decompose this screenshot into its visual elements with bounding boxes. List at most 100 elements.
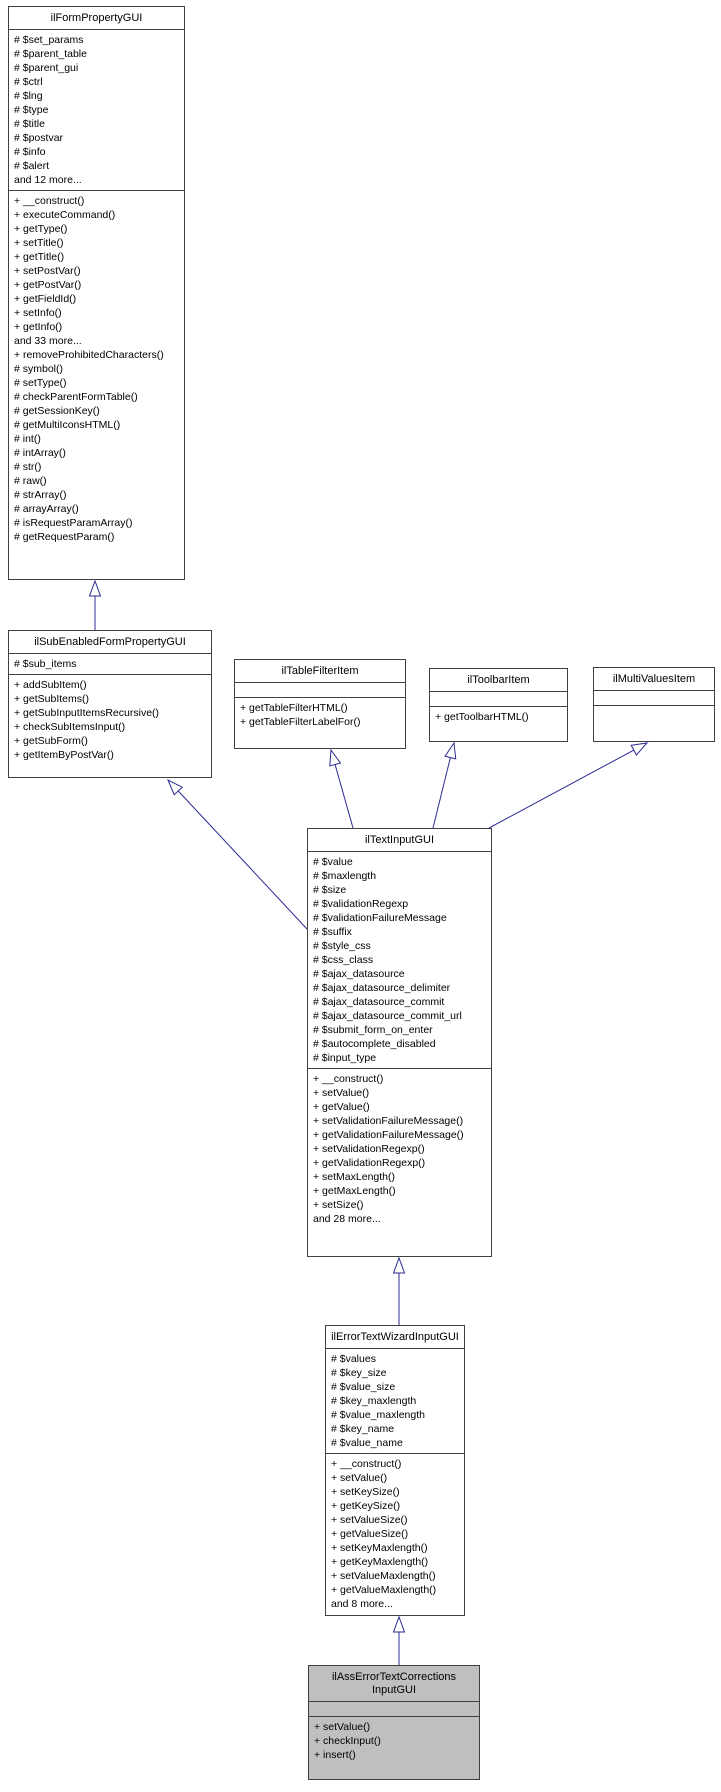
member-row: and 33 more... <box>14 335 82 347</box>
member-row: # raw() <box>14 475 47 487</box>
member-row: # $ajax_datasource_delimiter <box>313 982 451 994</box>
member-row: # $suffix <box>313 926 352 938</box>
member-row: + getType() <box>14 223 68 235</box>
member-row: # $lng <box>14 90 43 102</box>
member-row: + getToolbarHTML() <box>435 711 529 723</box>
class-box-ilSubEnabledFormPropertyGUI[interactable]: ilSubEnabledFormPropertyGUI # $sub_items… <box>8 630 212 778</box>
class-box-ilFormPropertyGUI[interactable]: ilFormPropertyGUI # $set_params # $parent… <box>8 6 185 580</box>
class-box-ilTableFilterItem[interactable]: ilTableFilterItem + getTableFilterHTML()… <box>234 659 406 749</box>
member-row: # $set_params <box>14 34 84 46</box>
class-name[interactable]: ilToolbarItem <box>467 674 530 686</box>
member-row: # $postvar <box>14 132 64 144</box>
member-row: # getRequestParam() <box>14 531 115 543</box>
class-name-line: InputGUI <box>371 1684 417 1696</box>
class-name[interactable]: ilTableFilterItem <box>281 665 359 677</box>
member-row: + setSize() <box>313 1199 364 1211</box>
member-row: + removeProhibitedCharacters() <box>14 349 164 361</box>
member-row: + setPostVar() <box>14 265 81 277</box>
member-row: + getFieldId() <box>14 293 77 305</box>
class-name[interactable]: ilMultiValuesItem <box>612 673 696 685</box>
methods-section: + __construct()+ setValue()+ setKeySize(… <box>326 1453 464 1615</box>
member-row: # $sub_items <box>14 658 77 670</box>
member-row: # $ajax_datasource_commit_url <box>313 1010 462 1022</box>
member-row: # $values <box>331 1353 376 1365</box>
member-row: + executeCommand() <box>14 209 116 221</box>
member-row: # $size <box>313 884 347 896</box>
member-row: # $css_class <box>313 954 374 966</box>
member-row: + getKeySize() <box>331 1500 401 1512</box>
class-box-ilErrorTextWizardInputGUI[interactable]: ilErrorTextWizardInputGUI # $values # $ke… <box>325 1325 465 1616</box>
member-row: # symbol() <box>14 363 64 375</box>
member-row: # str() <box>14 461 42 473</box>
member-row: + getSubInputItemsRecursive() <box>14 707 160 719</box>
member-row: # $parent_table <box>14 48 87 60</box>
member-row: + setMaxLength() <box>313 1171 396 1183</box>
member-row: # $ctrl <box>14 76 43 88</box>
attributes-section: # $set_params # $parent_table # $parent_gu… <box>9 29 184 190</box>
member-row: # getMultiIconsHTML() <box>14 419 121 431</box>
inheritance-arrow-textinput-to-toolbar <box>432 743 454 829</box>
member-row: + getSubItems() <box>14 693 89 705</box>
class-box-ilToolbarItem[interactable]: ilToolbarItem + getToolbarHTML() <box>429 668 568 742</box>
member-row: + __construct() <box>331 1458 402 1470</box>
member-row: # $style_css <box>313 940 371 952</box>
member-row: # $title <box>14 118 45 130</box>
member-row: # checkParentFormTable() <box>14 391 138 403</box>
member-row: + setTitle() <box>14 237 64 249</box>
methods-section <box>594 705 714 741</box>
inheritance-arrow-textinput-to-sub <box>168 780 308 930</box>
member-row: and 8 more... <box>331 1598 393 1610</box>
attributes-section: # $sub_items <box>9 653 211 674</box>
member-row: # intArray() <box>14 447 66 459</box>
member-row: and 28 more... <box>313 1213 381 1225</box>
attributes-section <box>594 690 714 705</box>
member-row: + checkInput() <box>314 1735 381 1747</box>
inheritance-arrow-textinput-to-multivalues <box>488 743 647 829</box>
member-row: # int() <box>14 433 41 445</box>
member-row: + getMaxLength() <box>313 1185 396 1197</box>
class-box-ilAssErrorTextCorrectionsInputGUI[interactable]: ilAssErrorTextCorrections InputGUI + set… <box>308 1665 480 1780</box>
class-box-ilTextInputGUI[interactable]: ilTextInputGUI # $value# $maxlength# $si… <box>307 828 492 1257</box>
attributes-section <box>309 1701 479 1716</box>
member-row: + getValidationRegexp() <box>313 1157 426 1169</box>
member-row: + getValidationFailureMessage() <box>313 1129 464 1141</box>
member-row: + getTableFilterHTML() <box>240 702 348 714</box>
member-row: # $value_maxlength <box>331 1409 425 1421</box>
member-row: # $autocomplete_disabled <box>313 1038 436 1050</box>
member-row: + setValidationRegexp() <box>313 1143 425 1155</box>
member-row: # getSessionKey() <box>14 405 100 417</box>
member-row: + getKeyMaxlength() <box>331 1556 429 1568</box>
member-row: + setValueSize() <box>331 1514 408 1526</box>
member-row: # $key_size <box>331 1367 387 1379</box>
member-row: + __construct() <box>14 195 85 207</box>
member-row: # $value_size <box>331 1381 396 1393</box>
member-row: + getItemByPostVar() <box>14 749 114 761</box>
methods-section: + __construct() + executeCommand() + getTy… <box>9 190 184 579</box>
member-row: + getValue() <box>313 1101 370 1113</box>
member-row: # $input_type <box>313 1052 377 1064</box>
member-row: # $ajax_datasource <box>313 968 405 980</box>
member-row: # setType() <box>14 377 67 389</box>
class-name[interactable]: ilAssErrorTextCorrections InputGUI <box>309 1666 479 1701</box>
member-row: # arrayArray() <box>14 503 79 515</box>
class-name[interactable]: ilFormPropertyGUI <box>50 12 143 24</box>
member-row: + checkSubItemsInput() <box>14 721 126 733</box>
methods-section: + addSubItem()+ getSubItems()+ getSubInp… <box>9 674 211 777</box>
member-row: # $value_name <box>331 1437 403 1449</box>
member-row: + setKeySize() <box>331 1486 400 1498</box>
class-name[interactable]: ilTextInputGUI <box>364 834 435 846</box>
member-row: # $parent_gui <box>14 62 79 74</box>
attributes-section <box>430 691 567 706</box>
class-name-line: ilAssErrorTextCorrections <box>331 1671 457 1683</box>
class-name[interactable]: ilSubEnabledFormPropertyGUI <box>34 636 186 648</box>
member-row: # isRequestParamArray() <box>14 517 133 529</box>
class-name[interactable]: ilErrorTextWizardInputGUI <box>331 1331 459 1343</box>
member-row: + setValidationFailureMessage() <box>313 1115 464 1127</box>
attributes-section: # $value# $maxlength# $size# $validation… <box>308 851 491 1068</box>
member-row: # strArray() <box>14 489 67 501</box>
methods-section: + getToolbarHTML() <box>430 706 567 741</box>
member-row: # $type <box>14 104 49 116</box>
class-box-ilMultiValuesItem[interactable]: ilMultiValuesItem <box>593 667 715 742</box>
